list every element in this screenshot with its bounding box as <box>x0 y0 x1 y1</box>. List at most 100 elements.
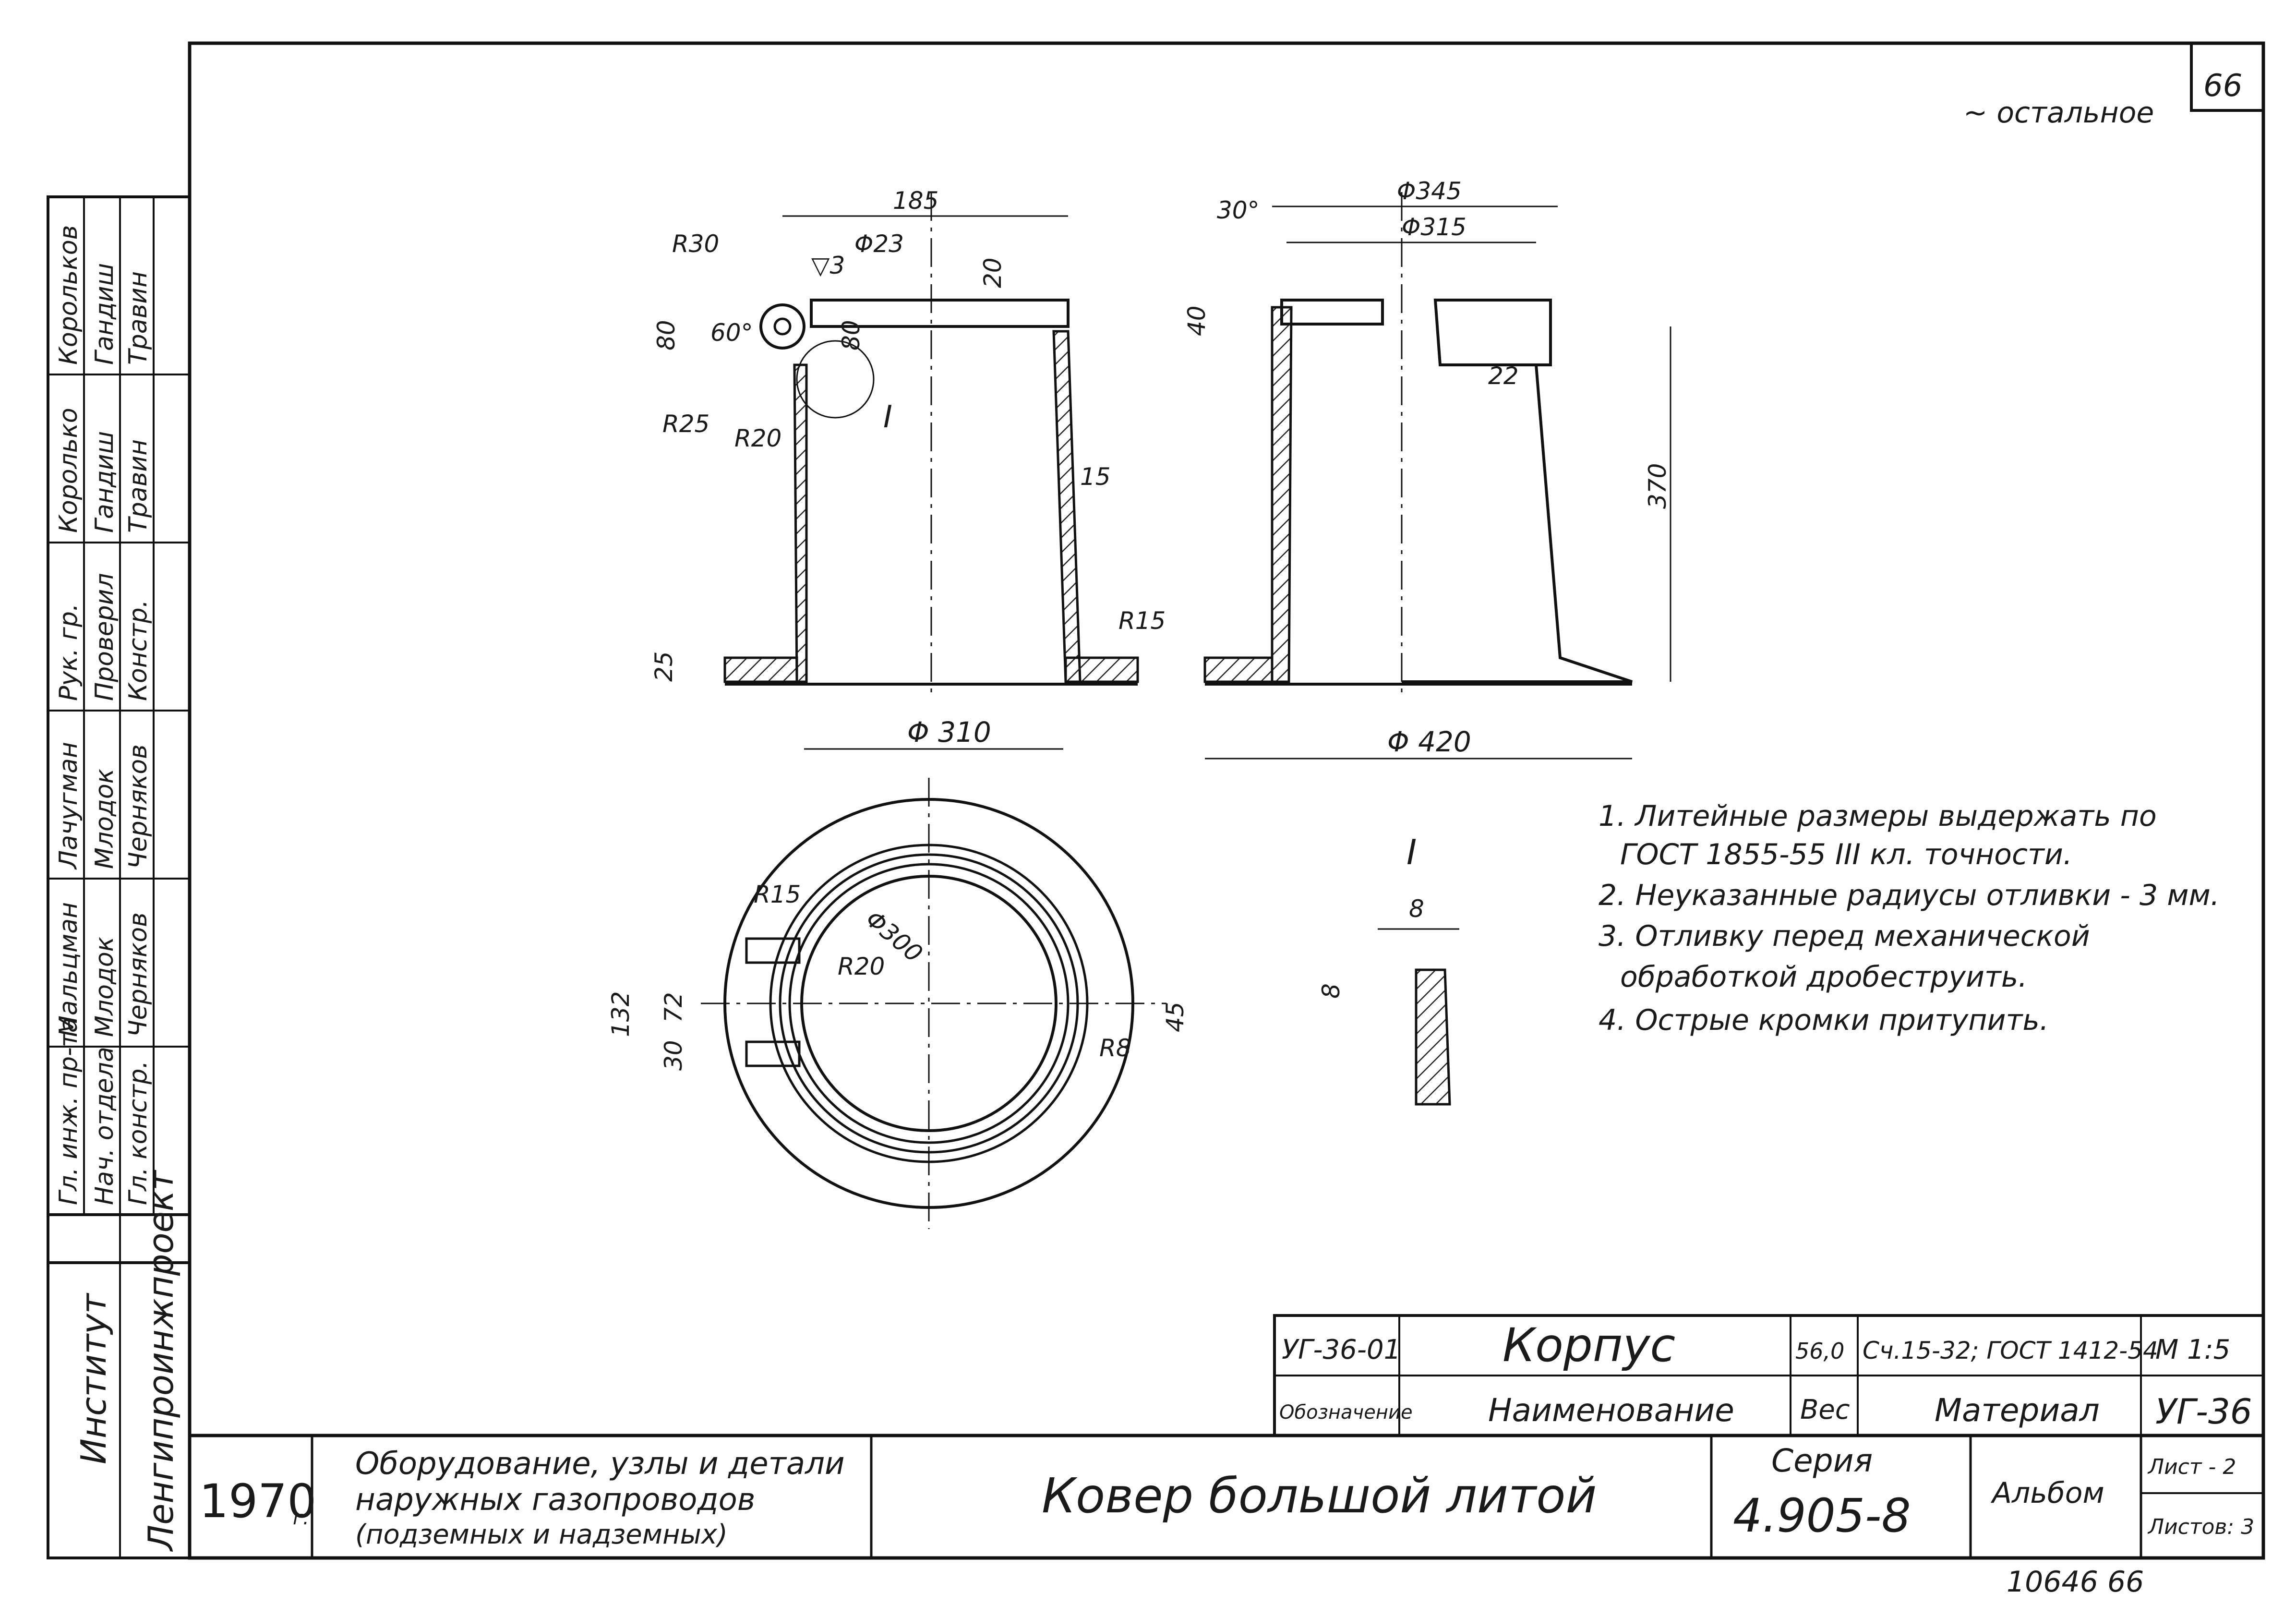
institute-name: Ленгипроинжпроект <box>141 1170 181 1552</box>
title-block: УГ-36-01 Корпус 56,0 Сч.15-32; ГОСТ 1412… <box>188 1314 2265 1560</box>
side-sign-2: Гандиш <box>90 431 119 533</box>
plan-ring-4 <box>788 863 1070 1144</box>
plan-dim-r20: R20 <box>838 953 885 980</box>
plan-dim-132: 132 <box>607 991 635 1037</box>
side-sign-3: Травин <box>124 439 153 533</box>
side-top-name-3: Травин <box>124 271 153 365</box>
tb-hdr-material: Материал <box>1935 1392 2100 1429</box>
tb-part-code: УГ-36-01 <box>1282 1334 1401 1365</box>
side-role-1: Рук. гр. <box>54 603 83 701</box>
institute-label: Институт <box>73 1292 114 1464</box>
dim-d345: Φ345 <box>1397 177 1462 205</box>
note-3a: 3. Отливку перед механической <box>1599 919 2090 953</box>
tb-series: 4.905-8 <box>1733 1489 1911 1543</box>
detail-callout-label: I <box>883 399 892 435</box>
tb-subject-3: (подземных и надземных) <box>355 1519 728 1550</box>
dim-30deg: 30° <box>1217 196 1260 224</box>
plan-lug-top <box>745 937 801 964</box>
plan-ring-3 <box>779 853 1079 1154</box>
side-name-1: Лачугман <box>54 742 83 870</box>
tb-album: Альбом <box>1990 1476 2104 1510</box>
tb-scale: М 1:5 <box>2155 1334 2230 1365</box>
dim-60deg: 60° <box>710 319 753 347</box>
side-sign-4: Мальцман <box>54 902 83 1037</box>
plan-dim-30: 30 <box>660 1040 687 1071</box>
left-wall-left <box>793 363 808 683</box>
tb-hdr-designation: Обозначение <box>1279 1401 1413 1424</box>
detail-section <box>1415 968 1451 1106</box>
dim-20: 20 <box>979 257 1007 288</box>
plan-dim-45: 45 <box>1161 1002 1189 1032</box>
side-name-3: Черняков <box>124 744 153 869</box>
left-section-view: 185 R30 Φ23 ▽3 20 80 60° 80 R25 R20 I 15… <box>650 187 1166 750</box>
tb-part-name: Корпус <box>1503 1318 1675 1372</box>
dim-80b: 80 <box>837 320 865 350</box>
detail-dim-8b: 8 <box>1317 983 1345 999</box>
plan-dim-72: 72 <box>660 992 687 1023</box>
tb-title: Ковер большой литой <box>1042 1468 1597 1524</box>
right-wall-left <box>1271 306 1293 683</box>
dim-r20: R20 <box>734 424 781 452</box>
side-role-5: Нач. отдела <box>90 1047 119 1205</box>
dim-d23: Φ23 <box>854 230 904 258</box>
right-body-line <box>1402 364 1633 683</box>
side-role-3: Констр. <box>124 600 153 701</box>
plan-ring-2 <box>769 844 1089 1163</box>
dim-22: 22 <box>1488 362 1519 390</box>
tb-sheets: Листов: 3 <box>2147 1515 2254 1539</box>
dim-185: 185 <box>893 187 938 215</box>
detail-view-I: I 8 8 <box>1317 832 1459 1106</box>
tb-doc-code: УГ-36 <box>2155 1391 2252 1432</box>
tb-subject-1: Оборудование, узлы и детали <box>355 1446 845 1482</box>
dim-r15: R15 <box>1118 607 1166 635</box>
side-sign-1: Королько <box>54 408 83 533</box>
left-flange-r <box>1064 656 1139 683</box>
note-1b: ГОСТ 1855-55 III кл. точности. <box>1620 838 2072 871</box>
dim-d310: Φ 310 <box>907 716 991 748</box>
dim-40: 40 <box>1183 305 1211 336</box>
plan-lug-bottom <box>745 1040 801 1067</box>
side-top-name-2: Гандиш <box>90 263 119 365</box>
left-wall-right <box>1052 330 1082 683</box>
left-flange-l <box>723 656 798 683</box>
dim-r30: R30 <box>672 230 719 258</box>
notes: 1. Литейные размеры выдержать по ГОСТ 18… <box>1599 799 2220 1037</box>
side-stamp: Корольков Гандиш Травин Королько Гандиш … <box>47 195 191 1559</box>
plan-dim-r8: R8 <box>1099 1034 1131 1062</box>
dim-25: 25 <box>650 651 678 682</box>
tb-series-label: Серия <box>1771 1442 1873 1479</box>
stamp-below: 10646 66 <box>2007 1565 2144 1599</box>
tb-sheet: Лист - 2 <box>2147 1455 2236 1479</box>
dim-d420: Φ 420 <box>1387 725 1471 758</box>
sheet-number-box <box>2190 42 2265 112</box>
side-top-name-1: Корольков <box>54 225 83 365</box>
note-2: 2. Неуказанные радиусы отливки - 3 мм. <box>1599 879 2220 912</box>
dim-r25: R25 <box>662 410 709 438</box>
right-section-view: 30° Φ345 Φ315 40 22 370 Φ 420 <box>1183 177 1671 760</box>
dim-370: 370 <box>1644 463 1671 509</box>
tb-subject-2: наружных газопроводов <box>355 1482 755 1518</box>
side-role-4: Гл. инж. пр-та <box>54 1017 83 1205</box>
tb-hdr-name: Наименование <box>1488 1392 1734 1429</box>
side-sign-5: Млодок <box>90 936 119 1037</box>
surface-note: ~ остальное <box>1963 96 2154 130</box>
side-sign-6: Черняков <box>124 912 153 1037</box>
side-stamp-frame <box>47 195 191 1264</box>
plan-outer-ring <box>723 798 1134 1209</box>
detail-label: I <box>1406 832 1417 872</box>
plan-inner-ring <box>800 875 1058 1132</box>
institute-box <box>47 1213 191 1559</box>
plan-view: R15 Φ300 R20 132 72 30 45 R8 <box>607 778 1189 1229</box>
side-role-2: Проверил <box>90 573 119 701</box>
dim-80a: 80 <box>652 320 680 350</box>
right-flange-l <box>1203 656 1274 683</box>
plan-dim-r15: R15 <box>754 881 801 908</box>
note-1a: 1. Литейные размеры выдержать по <box>1599 799 2157 833</box>
right-lid-r <box>1433 299 1552 366</box>
side-role-6: Гл. констр. <box>124 1061 153 1205</box>
dim-rough3: ▽3 <box>811 252 845 279</box>
tb-hdr-weight: Вес <box>1800 1394 1850 1425</box>
detail-callout-circle <box>796 340 875 419</box>
dim-15: 15 <box>1080 463 1111 491</box>
